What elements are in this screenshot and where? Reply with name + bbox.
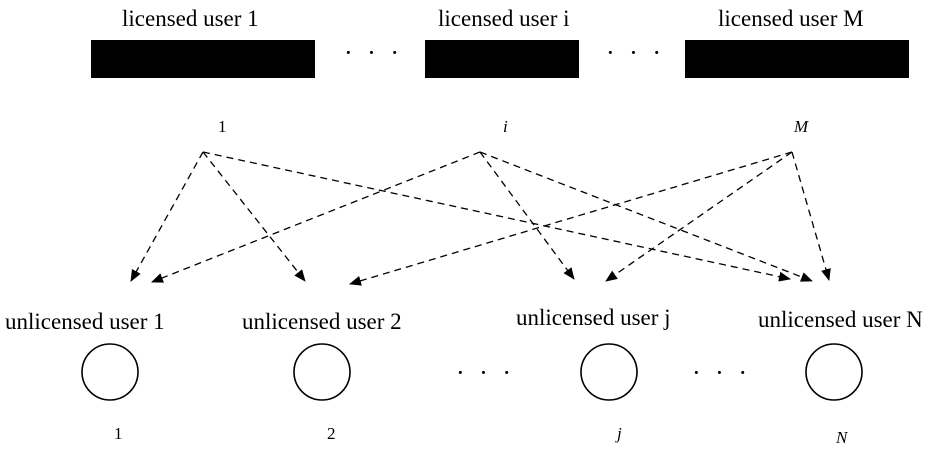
link-M-to-2 <box>349 151 793 286</box>
unlicensed-ellipsis-left: · · · <box>456 358 515 387</box>
licensed-ellipsis-left: · · · <box>344 38 403 67</box>
licensed-user-M-label: licensed user M <box>718 6 864 31</box>
link-1-to-2 <box>202 151 306 282</box>
link-1-to-N <box>202 151 791 282</box>
unlicensed-user-2-node <box>293 343 351 401</box>
unlicensed-user-1-node <box>81 343 139 401</box>
unlicensed-user-1-index: 1 <box>114 424 123 443</box>
licensed-user-M-block <box>685 40 909 78</box>
link-i-to-N <box>479 151 813 282</box>
unlicensed-user-N-node <box>805 343 863 401</box>
link-M-to-N <box>791 151 831 281</box>
licensed-user-M-index: M <box>794 117 809 136</box>
licensed-user-i-index: i <box>503 117 508 136</box>
unlicensed-user-j-index: j <box>617 424 622 443</box>
link-M-to-j <box>605 151 793 282</box>
unlicensed-user-1-label: unlicensed user 1 <box>5 309 165 334</box>
link-1-to-1 <box>130 151 204 282</box>
licensed-user-1-block <box>91 40 315 78</box>
unlicensed-user-N-label: unlicensed user N <box>758 307 923 332</box>
licensed-user-1-index: 1 <box>218 117 227 136</box>
licensed-user-i-label: licensed user i <box>438 6 570 31</box>
licensed-user-i-block <box>425 40 579 78</box>
licensed-ellipsis-right: · · · <box>606 38 665 67</box>
unlicensed-user-2-index: 2 <box>327 424 336 443</box>
unlicensed-user-j-node <box>580 343 638 401</box>
licensed-user-1-label: licensed user 1 <box>122 6 259 31</box>
unlicensed-user-2-label: unlicensed user 2 <box>242 309 402 334</box>
unlicensed-user-N-index: N <box>836 428 848 447</box>
link-i-to-1 <box>151 151 481 283</box>
link-i-to-j <box>479 151 575 280</box>
unlicensed-user-j-label: unlicensed user j <box>516 305 671 330</box>
unlicensed-ellipsis-right: · · · <box>692 358 751 387</box>
